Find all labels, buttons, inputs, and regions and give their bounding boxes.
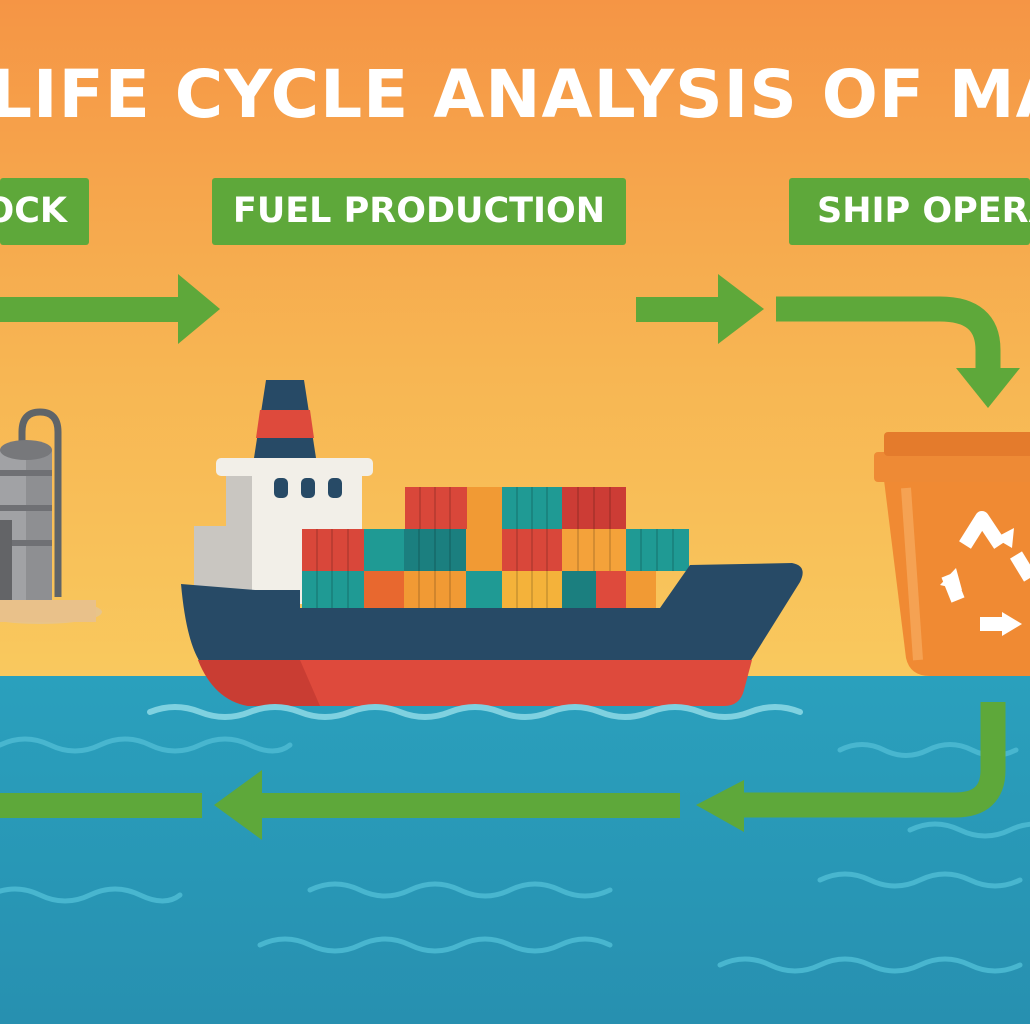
arrow-disposal-return [0, 702, 1006, 840]
arrow-feedstock-to-production [0, 274, 220, 344]
process-arrows [0, 274, 1020, 840]
diagram-title-text: LIFE CYCLE ANALYSIS OF MARITIME FUELS [0, 56, 1030, 133]
waterline-wave [147, 704, 803, 720]
arrow-operation-to-disposal [776, 296, 1020, 408]
stage-label-ship-operation: SHIP OPERATION [789, 178, 1030, 245]
refinery-icon [0, 408, 102, 624]
stage-label-ship-operation-text: SHIP OPERATION [817, 191, 1030, 231]
diagram-title: LIFE CYCLE ANALYSIS OF MARITIME FUELS [0, 40, 1030, 150]
sea-background [0, 676, 1030, 1024]
stage-label-feedstock-text: FEEDSTOCK [0, 191, 67, 231]
stage-label-fuel-production-text: FUEL PRODUCTION [232, 191, 606, 231]
arrow-production-to-operation [636, 274, 764, 344]
stage-label-feedstock: FEEDSTOCK [0, 178, 89, 245]
container-ship-icon [181, 380, 803, 706]
stage-label-fuel-production: FUEL PRODUCTION [212, 178, 626, 245]
recycle-bin-icon [874, 432, 1030, 676]
sea-waves [0, 736, 1030, 974]
